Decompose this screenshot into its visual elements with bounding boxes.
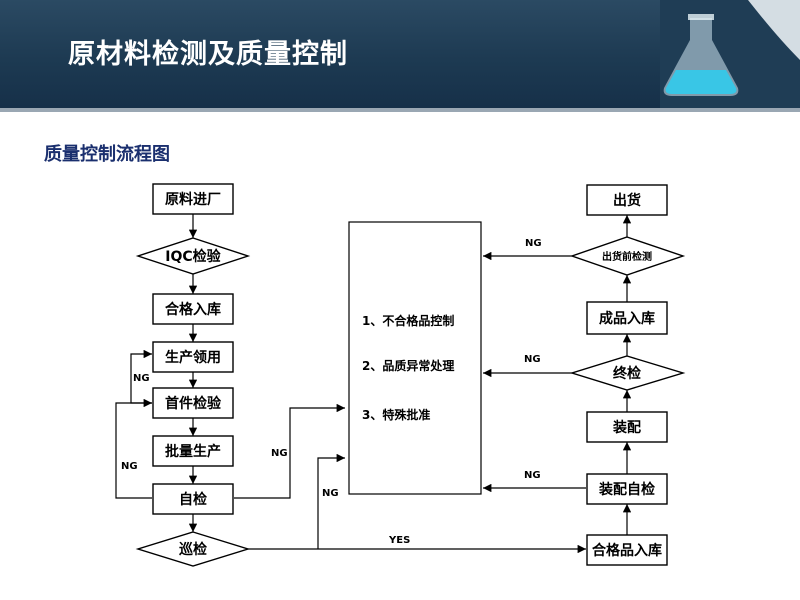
node-final-check xyxy=(569,355,686,391)
center-item-2: 2、品质异常处理 xyxy=(362,358,454,373)
node-qualified-in-label: 合格入库 xyxy=(165,301,221,318)
node-shipment-label: 出货 xyxy=(613,192,641,209)
node-raw-in-label: 原料进厂 xyxy=(165,191,221,208)
node-first-article-label: 首件检验 xyxy=(165,395,222,412)
flask-icon xyxy=(660,0,800,108)
node-production-pick xyxy=(152,341,234,373)
center-item-1: 1、不合格品控制 xyxy=(362,313,454,328)
label-ng-self-to-center: NG xyxy=(271,448,288,459)
node-assembly-label: 装配 xyxy=(612,419,641,436)
node-pre-ship-check-label: 出货前检测 xyxy=(602,250,652,263)
edge-self-ng-loop xyxy=(115,398,152,499)
node-mass-production xyxy=(152,435,234,467)
node-patrol-label: 巡检 xyxy=(179,541,207,558)
node-assembly-self-check-label: 装配自检 xyxy=(598,481,655,498)
label-ng-assembly-self: NG xyxy=(524,470,541,481)
node-finished-in xyxy=(586,301,668,335)
node-qualified-goods-in-label: 合格品入库 xyxy=(592,542,662,559)
label-ng-self-loop: NG xyxy=(121,461,138,472)
node-final-check-label: 终检 xyxy=(613,365,641,382)
edge-patrol-to-center xyxy=(317,453,345,549)
node-iqc xyxy=(135,237,251,275)
label-ng-first-loop: NG xyxy=(133,373,150,384)
node-production-pick-label: 生产领用 xyxy=(165,349,221,366)
flowchart-subtitle: 质量控制流程图 xyxy=(44,144,170,165)
node-iqc-label: IQC检验 xyxy=(165,248,221,265)
label-ng-preship: NG xyxy=(525,238,542,249)
node-self-check xyxy=(152,483,234,515)
node-self-check-label: 自检 xyxy=(179,491,207,508)
page-title: 原材料检测及质量控制 xyxy=(68,39,348,70)
node-qualified-goods-in xyxy=(586,534,668,566)
node-qualified-in xyxy=(152,293,234,325)
label-ng-final: NG xyxy=(524,354,541,365)
header-divider xyxy=(0,108,800,112)
header-banner: 原材料检测及质量控制 xyxy=(0,0,800,108)
node-shipment xyxy=(586,184,668,216)
node-pre-ship-check xyxy=(569,236,686,276)
node-raw-in xyxy=(152,183,234,215)
center-item-3: 3、特殊批准 xyxy=(362,407,430,422)
label-yes-patrol: YES xyxy=(388,535,410,546)
node-first-article xyxy=(152,387,234,419)
edge-self-to-center xyxy=(234,403,345,499)
node-patrol xyxy=(135,531,251,567)
node-assembly xyxy=(586,411,668,443)
node-mass-production-label: 批量生产 xyxy=(165,443,221,460)
label-ng-patrol-to-center: NG xyxy=(322,488,339,499)
exception-handling-box xyxy=(348,221,482,495)
node-assembly-self-check xyxy=(586,473,668,505)
node-finished-in-label: 成品入库 xyxy=(599,310,655,327)
